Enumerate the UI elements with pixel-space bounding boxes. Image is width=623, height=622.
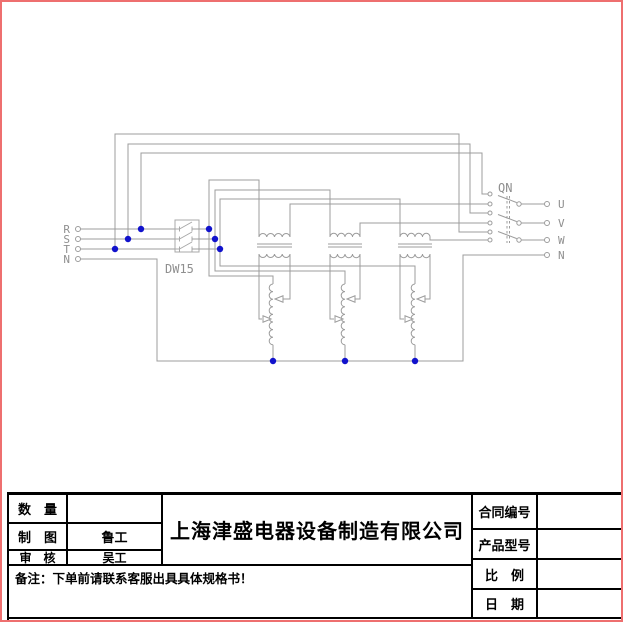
company-name: 上海津盛电器设备制造有限公司: [170, 521, 464, 543]
grid-line: [7, 564, 473, 566]
titleblock-bottom-line: [7, 617, 621, 619]
product-model-value: [538, 530, 621, 558]
output-terminal-circles: [544, 201, 550, 258]
drawn-by-value: 鲁工: [101, 530, 128, 545]
breaker-dw15: [174, 219, 200, 253]
output-label-n: N: [558, 249, 565, 262]
date-label: 日 期: [484, 597, 524, 612]
drawn-by-label: 制 图: [17, 530, 57, 545]
contract-number-value: [538, 495, 621, 528]
grid-line: [536, 495, 538, 619]
input-label-s: S: [63, 233, 70, 246]
grid-line: [66, 495, 68, 566]
grid-line: [7, 549, 163, 551]
regulator-coil-3: [404, 283, 426, 361]
output-label-u: U: [558, 198, 565, 211]
grid-line: [161, 495, 163, 566]
input-terminal-circles: [75, 226, 81, 262]
reviewer-value: 吴工: [102, 550, 127, 565]
contract-number-label: 合同编号: [478, 505, 531, 520]
input-label-t: T: [63, 243, 70, 256]
titleblock-top-line: [7, 492, 621, 495]
product-model-label: 产品型号: [478, 537, 531, 553]
scale-value: [538, 560, 621, 588]
grid-line: [471, 558, 621, 560]
junction-dots: [111, 225, 419, 365]
quantity-label: 数 量: [17, 502, 57, 517]
circuit-diagram: R S T N DW15 QN U V W N: [63, 133, 565, 365]
input-label-r: R: [63, 223, 70, 236]
changeover-switch-qn: [487, 191, 545, 243]
regulator-coil-2: [334, 283, 356, 361]
grid-line: [471, 528, 621, 530]
changeover-label: QN: [498, 181, 512, 195]
date-value: [538, 590, 621, 617]
transformer-1: [257, 203, 488, 320]
grid-line: [7, 522, 163, 524]
output-label-v: V: [558, 217, 565, 230]
transformer-3: [398, 232, 488, 320]
reviewer-label: 审 核: [19, 550, 56, 565]
scale-label: 比 例: [484, 567, 524, 583]
breaker-output-wires: [192, 179, 416, 284]
order-note: 备注：下单前请联系客服出具具体规格书！: [15, 571, 253, 586]
breaker-label: DW15: [165, 262, 194, 276]
grid-line: [471, 588, 621, 590]
titleblock-left-line: [7, 492, 9, 620]
quantity-value: [68, 495, 161, 522]
input-wires: [80, 228, 545, 362]
bypass-wires: [114, 133, 488, 249]
input-label-n: N: [63, 253, 70, 266]
output-label-w: W: [558, 234, 565, 247]
regulator-coil-1: [262, 283, 284, 361]
grid-line: [471, 495, 473, 619]
transformer-2: [328, 222, 488, 320]
